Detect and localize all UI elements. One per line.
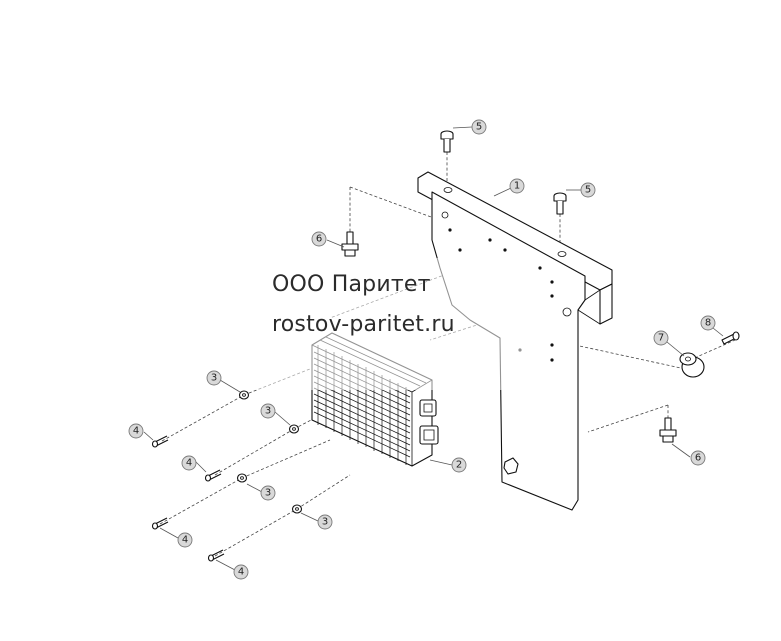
callout-3: 3 <box>260 403 276 419</box>
rubber-mount-7 <box>679 352 705 378</box>
watermark-backdrop <box>256 258 534 390</box>
screws-4 <box>151 435 225 562</box>
svg-text:4: 4 <box>133 426 139 437</box>
callouts: 1 2 3 3 3 3 4 4 4 4 5 5 6 6 7 8 <box>128 119 716 580</box>
svg-text:3: 3 <box>265 406 271 417</box>
svg-text:4: 4 <box>238 567 244 578</box>
callout-3: 3 <box>317 514 333 530</box>
callout-8: 8 <box>700 315 716 331</box>
callout-4: 4 <box>233 564 249 580</box>
callout-5: 5 <box>580 182 596 198</box>
svg-text:3: 3 <box>322 517 328 528</box>
svg-text:6: 6 <box>316 234 322 245</box>
svg-text:3: 3 <box>265 488 271 499</box>
flange-bolt-6-left <box>341 231 359 257</box>
svg-text:4: 4 <box>182 535 188 546</box>
callout-leaders <box>143 126 724 571</box>
callout-3: 3 <box>260 485 276 501</box>
bolt-5-right <box>553 192 567 215</box>
svg-text:8: 8 <box>705 318 711 329</box>
callout-4: 4 <box>128 423 144 439</box>
callout-6: 6 <box>690 450 706 466</box>
callout-4: 4 <box>181 455 197 471</box>
connector-lower <box>419 425 439 445</box>
svg-text:3: 3 <box>211 373 217 384</box>
callout-6: 6 <box>311 231 327 247</box>
svg-text:7: 7 <box>658 333 664 344</box>
connector-upper <box>419 399 437 417</box>
callout-1: 1 <box>509 178 525 194</box>
callout-4: 4 <box>177 532 193 548</box>
svg-text:5: 5 <box>585 185 591 196</box>
callout-7: 7 <box>653 330 669 346</box>
callout-5: 5 <box>471 119 487 135</box>
callout-2: 2 <box>451 457 467 473</box>
callout-3: 3 <box>206 370 222 386</box>
watermark-company: ООО Паритет <box>272 272 431 297</box>
watermark-website: rostov-paritet.ru <box>272 312 455 337</box>
svg-text:2: 2 <box>456 460 462 471</box>
bolt-5-left <box>440 130 454 153</box>
pin-8 <box>721 331 740 345</box>
svg-text:6: 6 <box>695 453 701 464</box>
svg-text:4: 4 <box>186 458 192 469</box>
svg-text:1: 1 <box>514 181 520 192</box>
svg-text:5: 5 <box>476 122 482 133</box>
washers-3 <box>236 390 303 514</box>
flange-bolt-6-right <box>659 417 677 443</box>
